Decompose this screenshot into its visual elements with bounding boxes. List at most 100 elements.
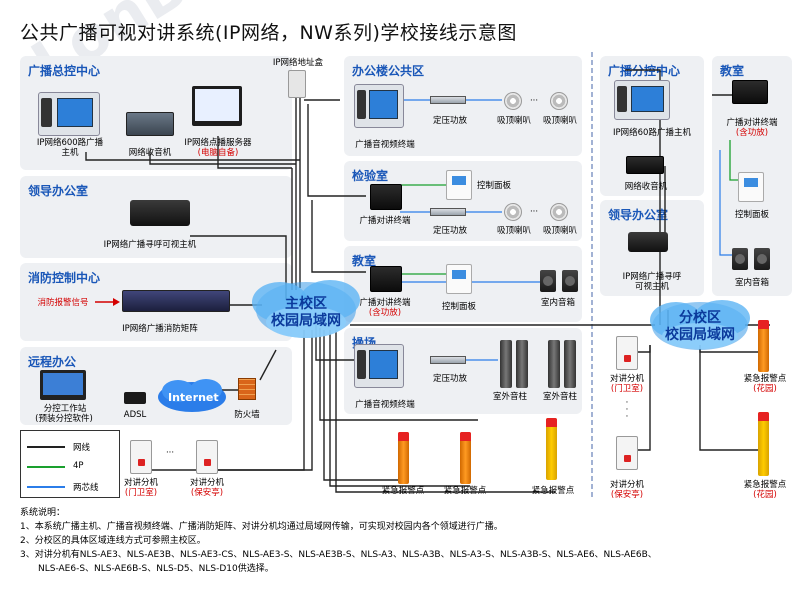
outdoor-column-speaker-1 bbox=[500, 340, 512, 388]
playground-column1-label: 室外音柱 bbox=[492, 392, 527, 402]
main-alarm-1 bbox=[398, 432, 409, 484]
ip-60-host bbox=[614, 80, 670, 120]
workstation-note: (预装分控软件) bbox=[35, 414, 93, 424]
paging-console bbox=[130, 200, 190, 226]
office-dots: ··· bbox=[529, 96, 539, 106]
main-intercom-gate bbox=[130, 440, 152, 474]
legend-line bbox=[27, 486, 65, 488]
branch-intercom2-label: 对讲分机 bbox=[609, 480, 644, 490]
zone-title: 远程办公 bbox=[28, 355, 77, 369]
playground-amp-label: 定压功放 bbox=[432, 374, 467, 384]
notes-heading: 系统说明： bbox=[20, 508, 66, 518]
branch-alarm2-loc: (花园) bbox=[753, 490, 777, 500]
main-alarm1-label: 紧急报警点 bbox=[381, 486, 425, 496]
office-ceiling-speaker-1 bbox=[504, 92, 522, 110]
office-speaker2-label: 吸顶喇叭 bbox=[542, 116, 577, 126]
branch-alarm-2 bbox=[758, 412, 769, 476]
office-av-terminal bbox=[354, 84, 404, 128]
office-ceiling-speaker-2 bbox=[550, 92, 568, 110]
main-intercom2-label: 对讲分机 bbox=[189, 478, 224, 488]
adsl-label: ADSL bbox=[123, 410, 147, 420]
page-title: 公共广播可视对讲系统(IP网络，NW系列)学校接线示意图 bbox=[20, 22, 517, 44]
classroom-speaker-label: 室内音箱 bbox=[540, 298, 575, 308]
classroom-control-panel bbox=[446, 264, 472, 294]
office-speaker1-label: 吸顶喇叭 bbox=[496, 116, 531, 126]
office-amp-label: 定压功放 bbox=[432, 116, 467, 126]
firewall-icon bbox=[238, 378, 256, 400]
branch-intercom-gate bbox=[616, 336, 638, 370]
lab-control-panel bbox=[446, 170, 472, 200]
branch-classroom-terminal-label: 广播对讲终端 bbox=[726, 118, 778, 128]
branch-lan-line2: 校园局域网 bbox=[665, 327, 735, 343]
lab-control-label: 控制面板 bbox=[476, 181, 511, 191]
panel-branch-center: 广播分控中心 bbox=[600, 56, 704, 196]
branch-alarm2-label: 紧急报警点 bbox=[743, 480, 787, 490]
lab-amp-label: 定压功放 bbox=[432, 226, 467, 236]
main-lan-line2: 校园局域网 bbox=[271, 313, 341, 329]
zone-title: 广播分控中心 bbox=[608, 64, 681, 78]
playground-amp bbox=[430, 356, 466, 364]
ip-600-host-label: IP网络600路广播主机 bbox=[36, 138, 104, 158]
branch-speaker-2 bbox=[754, 248, 770, 270]
internet-label: Internet bbox=[168, 391, 219, 404]
laptop bbox=[40, 370, 86, 400]
outdoor-column-speaker-4 bbox=[564, 340, 576, 388]
branch-control-label: 控制面板 bbox=[734, 210, 769, 220]
branch-intercom-guard bbox=[616, 436, 638, 470]
legend-label: 两芯线 bbox=[73, 483, 99, 493]
branch-paging-console bbox=[628, 232, 668, 252]
classroom-intercom-terminal bbox=[370, 266, 402, 292]
classroom-speaker-1 bbox=[540, 270, 556, 292]
branch-network-receiver bbox=[626, 156, 664, 174]
lab-speaker2-label: 吸顶喇叭 bbox=[542, 226, 577, 236]
panel-office-public: 办公楼公共区 bbox=[344, 56, 582, 156]
classroom-terminal-note: (含功放) bbox=[368, 308, 402, 318]
main-intercom1-loc: (门卫室) bbox=[124, 488, 158, 498]
main-intercom2-loc: (保安亭) bbox=[190, 488, 224, 498]
office-terminal-label: 广播音视频终端 bbox=[355, 140, 415, 150]
zone-title: 领导办公室 bbox=[608, 208, 669, 222]
branch-intercom1-loc: (门卫室) bbox=[610, 384, 644, 394]
branch-lan-line1: 分校区 bbox=[679, 310, 721, 326]
legend-label: 网线 bbox=[73, 443, 91, 453]
network-receiver-label: 网络收音机 bbox=[128, 148, 172, 158]
fire-matrix bbox=[122, 290, 230, 312]
workstation-label: 分控工作站 bbox=[43, 404, 87, 414]
zone-title: 检验室 bbox=[352, 169, 389, 183]
notes-line: 3、对讲分机有NLS-AE3、NLS-AE3B、NLS-AE3-CS、NLS-A… bbox=[20, 550, 657, 560]
server-label: IP网络点播服务器 bbox=[184, 138, 252, 148]
branch-speaker-label: 室内音箱 bbox=[734, 278, 769, 288]
branch-host-line1: IP网络广播寻呼 bbox=[622, 272, 682, 282]
playground-column2-label: 室外音柱 bbox=[542, 392, 577, 402]
server-monitor bbox=[192, 86, 242, 126]
notes-line: NLS-AE6-S、NLS-AE6B-S、NLS-D5、NLS-D10供选择。 bbox=[38, 564, 274, 574]
branch-host-line2: 可视主机 bbox=[634, 282, 669, 292]
lab-dots: ··· bbox=[529, 207, 539, 217]
branch-intercom1-label: 对讲分机 bbox=[609, 374, 644, 384]
branch-classroom-terminal bbox=[732, 80, 768, 104]
system-notes: 系统说明： 1、本系统广播主机、广播音视频终端、广播消防矩阵、对讲分机均通过局域… bbox=[20, 506, 790, 576]
playground-terminal-label: 广播音视频终端 bbox=[355, 400, 415, 410]
playground-av-terminal bbox=[354, 344, 404, 388]
legend-line bbox=[27, 446, 65, 448]
main-lan-label: 主校区 校园局域网 bbox=[256, 296, 356, 330]
outdoor-column-speaker-3 bbox=[548, 340, 560, 388]
fire-matrix-label: IP网络广播消防矩阵 bbox=[122, 324, 198, 334]
zone-title: 教室 bbox=[720, 64, 745, 78]
branch-alarm1-label: 紧急报警点 bbox=[743, 374, 787, 384]
branch-classroom-terminal-note: (含功放) bbox=[735, 128, 769, 138]
ip-60-host-label: IP网络60路广播主机 bbox=[613, 128, 691, 138]
branch-lan-label: 分校区 校园局域网 bbox=[650, 310, 750, 344]
branch-control-panel bbox=[738, 172, 764, 202]
fire-signal-label: 消防报警信号 bbox=[37, 298, 89, 308]
legend-line bbox=[27, 466, 65, 468]
main-intercom-guard bbox=[196, 440, 218, 474]
notes-line: 2、分校区的具体区域连线方式可参照主校区。 bbox=[20, 536, 206, 546]
server-note: (电脑自备) bbox=[197, 148, 239, 158]
main-alarm-2 bbox=[460, 432, 471, 484]
main-alarm-3 bbox=[546, 418, 557, 480]
outdoor-column-speaker-2 bbox=[516, 340, 528, 388]
network-receiver bbox=[126, 112, 174, 136]
zone-title: 办公楼公共区 bbox=[352, 64, 425, 78]
office-amp bbox=[430, 96, 466, 104]
